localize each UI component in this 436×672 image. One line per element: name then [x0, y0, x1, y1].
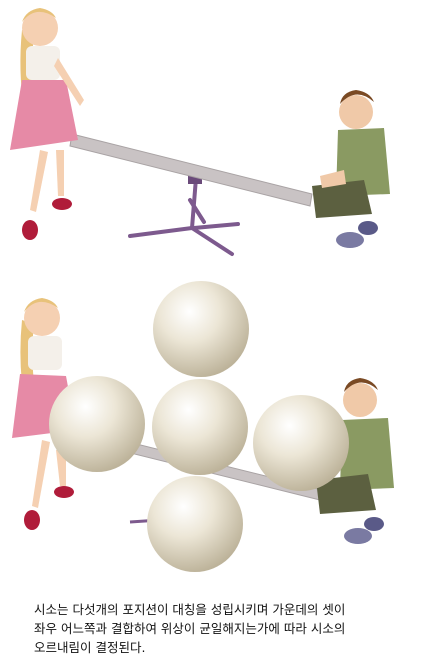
caption-line-3: 오르내림이 결정된다.	[34, 640, 146, 655]
boy-figure	[316, 378, 394, 544]
sphere-right	[253, 395, 349, 491]
sphere-top	[153, 281, 249, 377]
seesaw-photo-bottom	[0, 280, 436, 590]
caption-line-1: 시소는 다섯개의 포지션이 대칭을 성립시키며 가운데의 셋이	[34, 602, 346, 617]
sphere-bottom	[147, 476, 243, 572]
seesaw-illustration-bottom	[12, 281, 394, 572]
caption-line-2: 좌우 어느쪽과 결합하여 위상이 균일해지는가에 따라 시소의	[34, 621, 346, 636]
girl-figure	[10, 8, 84, 240]
seesaw-stand	[128, 176, 240, 256]
caption-text: 시소는 다섯개의 포지션이 대칭을 성립시키며 가운데의 셋이 좌우 어느쪽과 …	[34, 600, 424, 657]
sphere-center	[152, 379, 248, 475]
boy-figure	[312, 90, 390, 248]
girl-figure	[12, 298, 76, 530]
sphere-left	[49, 376, 145, 472]
seesaw-photo-top	[0, 0, 436, 270]
seesaw-illustration-top	[10, 8, 390, 256]
seesaw-plank	[69, 133, 313, 207]
